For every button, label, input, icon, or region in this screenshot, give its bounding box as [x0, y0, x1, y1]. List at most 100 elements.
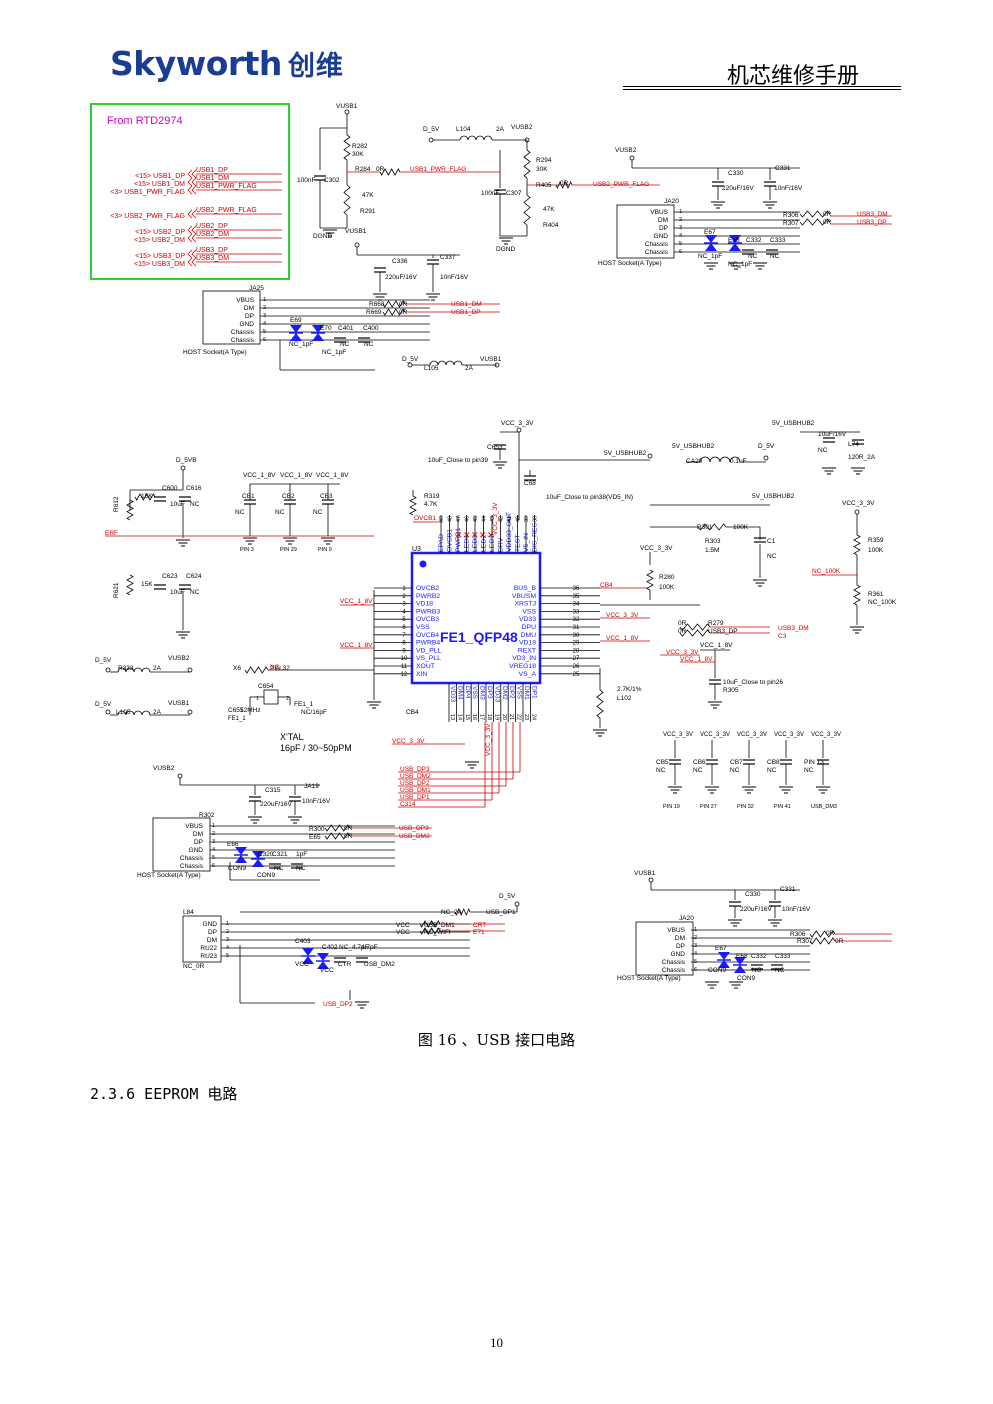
chip-pin-bottom: VD33	[493, 686, 500, 703]
schematic-label: JA25	[249, 285, 264, 292]
schematic-label: NC	[730, 767, 740, 774]
source-box: From RTD2974 <15> USB1_DP<15> USB1_DM<3>…	[90, 103, 290, 280]
schematic-label: 30K	[536, 166, 548, 173]
chip-pin-left: VD18	[416, 601, 433, 608]
source-net-out: USB1_DM	[196, 175, 229, 182]
schematic-label: NC	[270, 664, 280, 671]
schematic-label: FE1_1	[294, 701, 314, 708]
page-number: 10	[490, 1335, 503, 1350]
schematic-label: 0.1uF	[730, 458, 747, 465]
chip-pin-left: OVCB4	[416, 632, 439, 639]
chip-pin-num: 45	[473, 516, 479, 522]
schematic-label: VCC_1_8V	[700, 642, 733, 649]
schematic-label: USB2_PWR_FLAG	[593, 181, 649, 188]
chip-pin-top: PWRB1	[455, 528, 462, 552]
schematic-label: R319	[424, 493, 440, 500]
chip-pin-num: 1	[402, 586, 406, 592]
schematic-label: DP	[194, 839, 203, 846]
chip-pin-num: 48	[448, 516, 454, 522]
schematic-label: 5	[679, 241, 682, 247]
schematic-label: RU23	[200, 953, 217, 960]
schematic-label: CB6	[693, 759, 706, 766]
schematic-label: 3	[679, 225, 682, 231]
schematic-label: NC	[274, 865, 284, 872]
schematic-label: 6	[212, 863, 215, 869]
schematic-label: 6	[694, 967, 697, 973]
schematic-label: R291	[360, 208, 376, 215]
schematic-label: Chassis	[662, 959, 686, 966]
nc-mark: ✕	[487, 530, 495, 540]
schematic-label: VUSB1	[168, 700, 190, 707]
schematic-label: 3	[226, 937, 229, 943]
schematic-label: 4	[226, 945, 229, 951]
schematic-label: 2	[263, 305, 266, 311]
pin-note: PIN 32	[737, 804, 754, 810]
schematic-label: R359	[868, 537, 884, 544]
chip-pin-num: 35	[573, 594, 580, 600]
schematic-label: C3	[778, 633, 787, 640]
schematic-label: 0R	[678, 628, 687, 635]
chip-pin-num: 34	[573, 602, 580, 608]
schematic-label: C332	[751, 953, 767, 960]
chip-pin-num: 4	[402, 609, 406, 615]
schematic-label: 0R	[678, 620, 687, 627]
chip-pin-num: 29	[573, 641, 580, 647]
schematic-label: NC	[190, 501, 200, 508]
schematic-label: C330	[728, 170, 744, 177]
schematic-label: C336	[392, 258, 408, 265]
chip-pin-num: 6	[402, 625, 406, 631]
schematic-label: USB3_DM	[857, 211, 888, 218]
schematic-label: E70	[320, 325, 332, 332]
schematic-label: C624	[186, 573, 202, 580]
chip-pin-right: REXT	[518, 647, 536, 654]
schematic-label: 2	[679, 217, 682, 223]
schematic-label: RU22	[200, 945, 217, 952]
schematic-label: HOST Socket(A Type)	[598, 260, 662, 267]
schematic-label: CB8	[767, 759, 780, 766]
schematic-label: 220uF/16V	[385, 274, 417, 281]
chip-pin-num: 36	[573, 586, 580, 592]
chip-pin-num: 39	[524, 516, 530, 522]
schematic-label: VCC	[295, 961, 309, 968]
schematic-label: DGND	[313, 233, 332, 240]
schematic-label: 6	[679, 249, 682, 255]
schematic-label: 1	[694, 927, 697, 933]
schematic-label: CB3	[320, 493, 333, 500]
schematic-label: VCC_3_3V	[737, 732, 767, 738]
schematic-label: CA20	[686, 458, 703, 465]
schematic-label: 4	[694, 951, 697, 957]
schematic-label: VCC_3_3V	[811, 732, 841, 738]
chip-pin-top: VDD33_OUT	[506, 512, 513, 552]
schematic-label: C600	[162, 485, 178, 492]
schematic-label: D_5V	[95, 657, 112, 664]
chip-pin-right: VREG18	[509, 663, 536, 670]
schematic-label: 0R	[344, 825, 353, 832]
schematic-label: NC	[296, 865, 306, 872]
source-net-out: USB2_DM	[196, 231, 229, 238]
schematic-label: R302	[199, 812, 215, 819]
schematic-label: 10uF_Close to pin39	[428, 457, 488, 464]
schematic-label: VCC_1_8V	[316, 472, 349, 479]
schematic-label: 100K	[868, 547, 884, 554]
schematic-label: R404	[543, 222, 559, 229]
schematic-label: 1	[226, 921, 229, 927]
schematic-label: GND	[671, 951, 686, 958]
schematic-label: Chassis	[231, 337, 255, 344]
schematic-label: VCC	[396, 922, 410, 929]
schematic-label: CB2	[282, 493, 295, 500]
schematic-label: D_5VB	[176, 457, 197, 464]
schematic-label: NC	[693, 767, 703, 774]
source-net-in: <3> USB2_PWR_FLAG	[110, 213, 185, 220]
chip-pin-right: VD33	[519, 616, 536, 623]
schematic-label: C314	[400, 801, 416, 808]
schematic-label: L102	[617, 695, 632, 702]
schematic-label: 220uF/16V	[740, 906, 772, 913]
schematic-label: VCC_3_3V	[700, 732, 730, 738]
pin-num: 2	[286, 696, 289, 702]
schematic-label: USB_DM2	[400, 773, 431, 780]
schematic-label: 2A	[153, 665, 162, 672]
schematic-label: GND	[654, 233, 669, 240]
schematic-label: CB4	[406, 709, 419, 716]
